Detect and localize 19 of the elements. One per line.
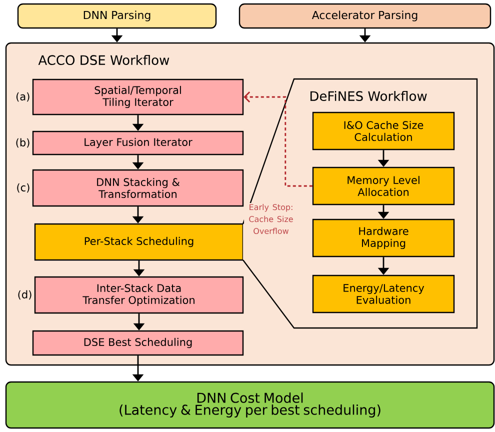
step-letter: (c) [17, 183, 30, 193]
process-box: DSE Best Scheduling [32, 330, 244, 356]
process-box: Layer Fusion Iterator [32, 130, 244, 156]
process-box: Hardware Mapping [312, 218, 455, 258]
process-box: Memory Level Allocation [312, 166, 455, 206]
edge-label: Early Stop: Cache Size Overflow [244, 202, 298, 236]
process-box: Spatial/Temporal Tiling Iterator [32, 78, 244, 116]
process-box: Energy/Latency Evaluation [312, 274, 455, 314]
process-box: DNN Stacking & Transformation [32, 169, 244, 207]
process-box: Inter-Stack Data Transfer Optimization [34, 276, 244, 314]
process-box: DNN Parsing [17, 3, 217, 29]
process-box: Accelerator Parsing [238, 3, 492, 29]
step-letter: (b) [16, 138, 30, 148]
process-box: DNN Cost Model (Latency & Energy per best scheduling) [5, 381, 495, 429]
process-box: I&O Cache Size Calculation [312, 112, 455, 150]
step-letter: (a) [16, 92, 30, 102]
step-letter: (d) [18, 290, 32, 300]
arrow [244, 92, 312, 187]
process-box: Per-Stack Scheduling [34, 223, 244, 261]
